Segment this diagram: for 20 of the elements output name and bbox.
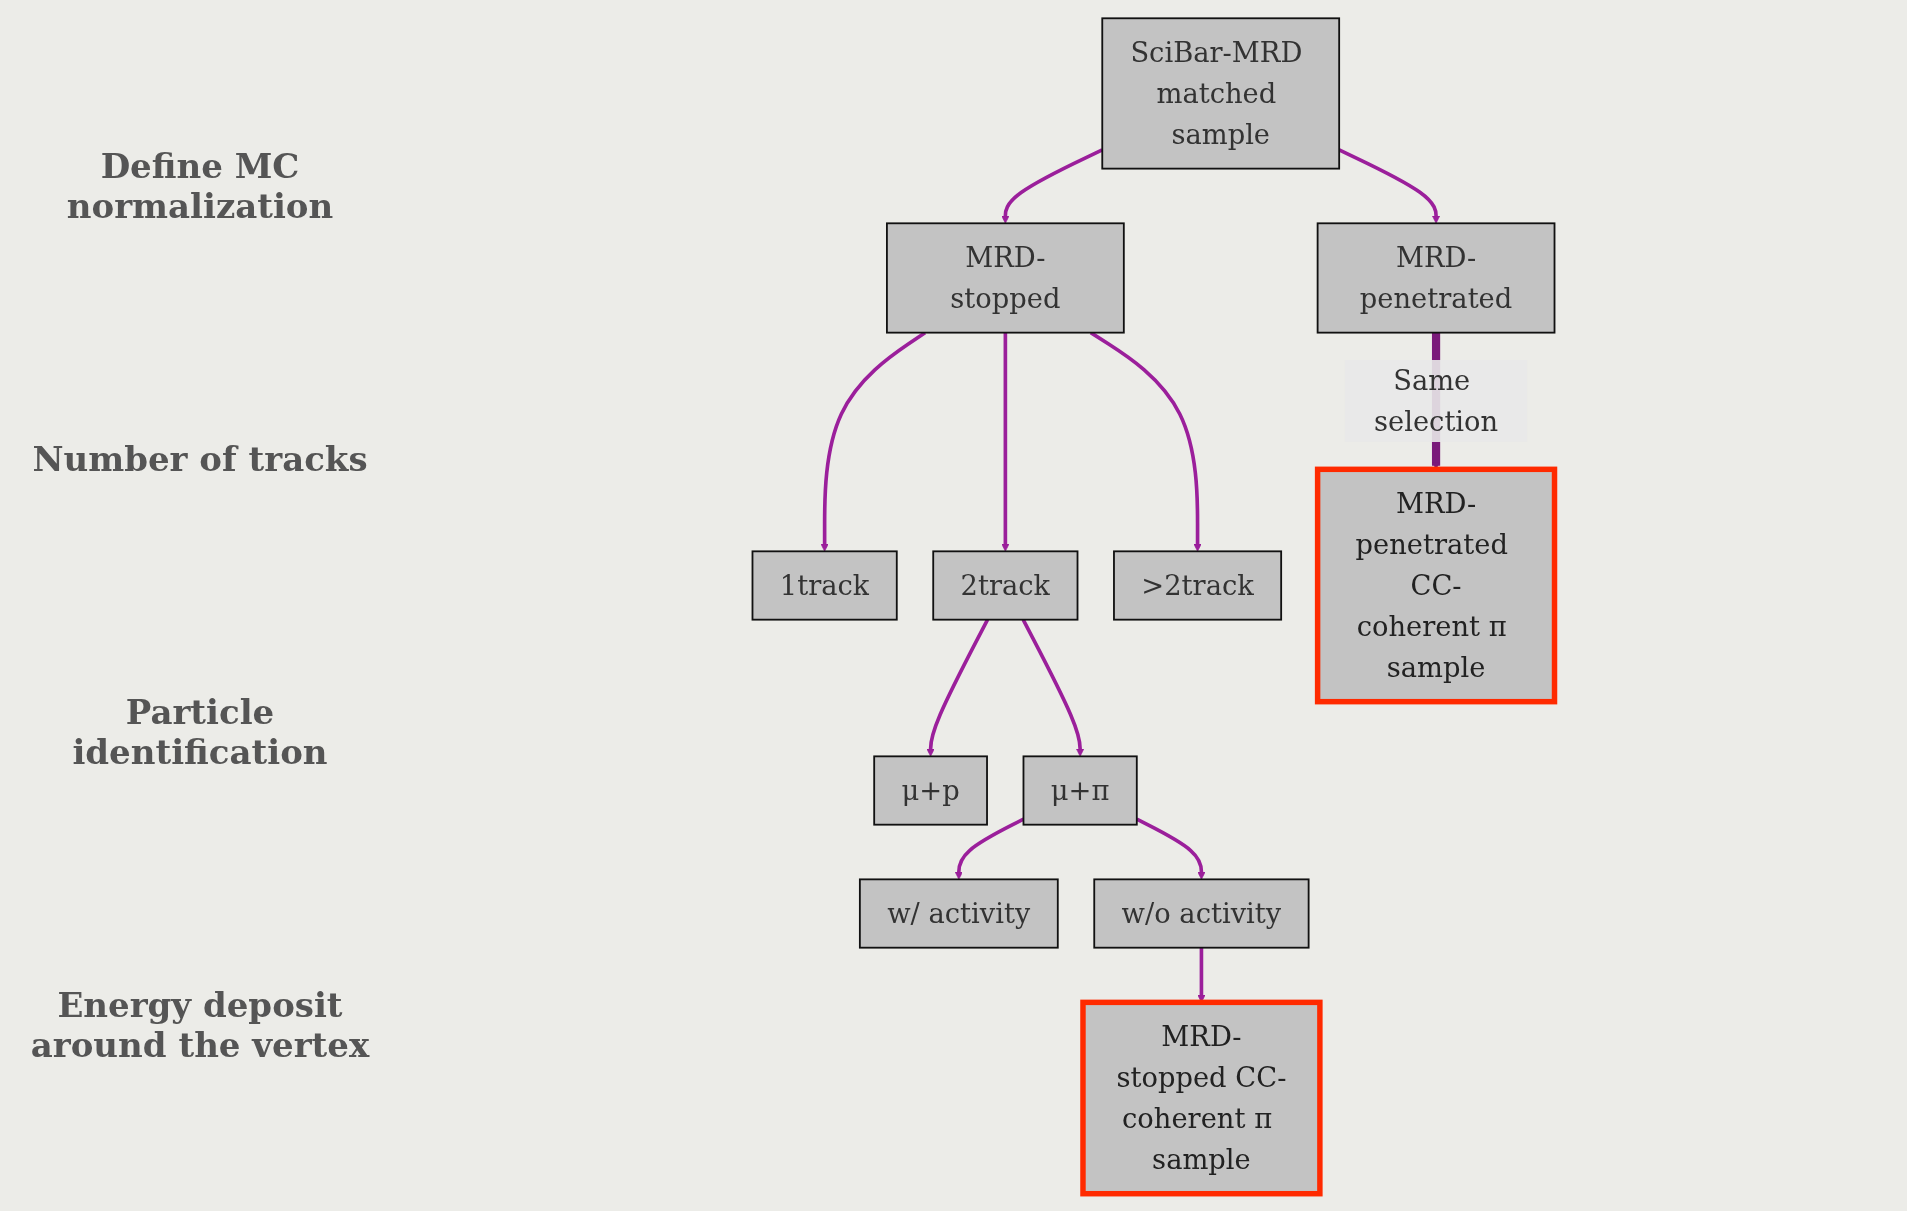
row-label: Define MC normalization	[65, 146, 335, 227]
row-label: Particle identification	[71, 691, 329, 772]
node-box: w/ activity	[858, 877, 1059, 949]
node-box: MRD-stopped CC-coherent π sample	[1080, 999, 1323, 1196]
node-box: SciBar-MRD matched sample	[1101, 16, 1341, 170]
arrow	[1001, 332, 1010, 552]
node-box: w/o activity	[1093, 877, 1310, 949]
node-box: >2track	[1113, 549, 1283, 621]
node-box: μ+π	[1022, 754, 1138, 826]
node-box: 2track	[932, 549, 1079, 621]
node-box: μ+p	[873, 754, 988, 826]
row-label: Number of tracks	[31, 439, 369, 480]
node-box: 1track	[751, 549, 898, 621]
node-box: MRD-penetrated CC-coherent π sample	[1314, 466, 1558, 704]
node-box: MRD-stopped	[886, 221, 1125, 334]
node-box: MRD-penetrated	[1316, 221, 1556, 334]
arrow	[926, 618, 990, 757]
arrow	[1021, 618, 1085, 757]
row-label: Energy deposit around the vertex	[29, 984, 371, 1065]
edge-label: Same selection	[1373, 364, 1499, 437]
